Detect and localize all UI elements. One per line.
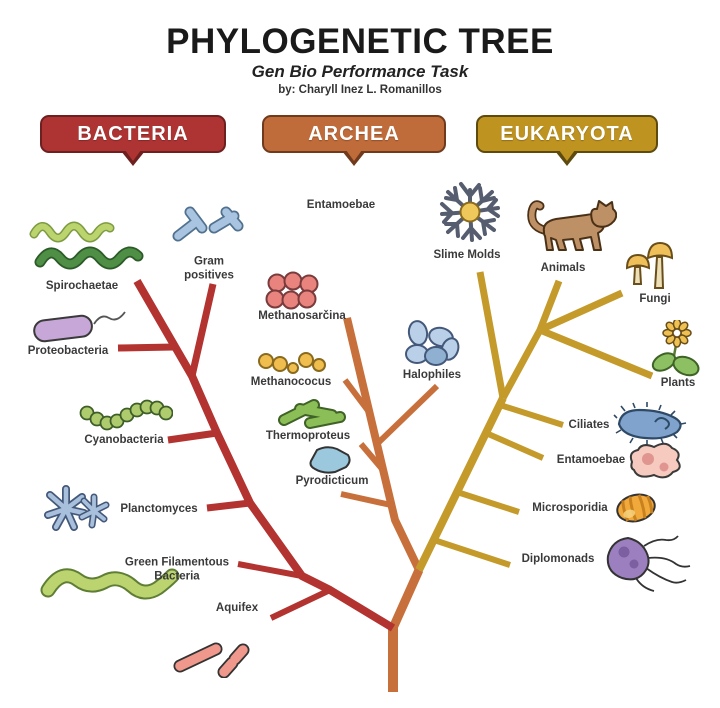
planctomyces-icon xyxy=(42,483,112,538)
halophiles-icon xyxy=(403,320,463,375)
eukaryota-branch-animals xyxy=(536,279,563,332)
eukaryota-branch-diplomonads xyxy=(433,537,511,568)
label-halophiles: Halophiles xyxy=(402,368,462,381)
green-filamentous-bacteria-icon xyxy=(40,556,180,611)
label-thermoproteus: Thermoproteus xyxy=(265,429,351,442)
label-methanococus: Methanococus xyxy=(250,375,332,388)
bacteria-branch-aquifex xyxy=(269,587,332,621)
page-subtitle: Gen Bio Performance Task xyxy=(251,62,469,81)
thermoproteus-icon xyxy=(274,396,348,437)
bacteria-branch-proteobacteria xyxy=(117,343,175,352)
label-gram-positives: Gram positives xyxy=(184,255,234,282)
eukaryota-upper-split xyxy=(499,328,544,400)
fungi-icon xyxy=(622,240,677,300)
label-methanosarcina: Methanosarčina xyxy=(258,309,346,322)
bacteria-branch-gram-positives xyxy=(188,283,217,377)
label-planctomyces: Planctomyces xyxy=(120,502,198,515)
eukaryota-branch-microsporidia xyxy=(456,489,520,515)
eukaryota-trunk-line xyxy=(415,396,507,572)
methanosarcina-icon xyxy=(263,270,321,319)
eukaryota-branch-entamoebae xyxy=(484,430,545,461)
animals-icon xyxy=(522,198,618,268)
spirochaetae-icon xyxy=(28,218,158,283)
domain-badge-eukaryota: EUKARYOTA xyxy=(476,115,658,153)
plants-icon xyxy=(650,318,702,385)
domain-badge-bacteria: BACTERIA xyxy=(40,115,226,153)
label-green-filamentous-bacteria: Green Filamentous Bacteria xyxy=(124,556,230,583)
label-fungi: Fungi xyxy=(639,292,671,305)
archea-branch-thermoproteus xyxy=(358,442,386,472)
proteobacteria-icon xyxy=(28,308,128,351)
slime-molds-icon xyxy=(430,176,510,255)
aquifex-icon xyxy=(170,626,260,683)
label-entamoebae-top: Entamoebae xyxy=(306,198,376,211)
label-plants: Plants xyxy=(660,376,696,389)
label-spirochaetae: Spirochaetae xyxy=(45,279,119,292)
label-pyrodicticum: Pyrodicticum xyxy=(295,474,369,487)
bacteria-branch-cyanobacteria xyxy=(167,429,218,444)
label-diplomonads: Diplomonads xyxy=(521,552,595,565)
author-byline: by: Charyll Inez L. Romanillos xyxy=(278,84,442,96)
microsporidia-icon xyxy=(612,489,662,532)
cyanobacteria-icon xyxy=(78,398,174,437)
label-aquifex: Aquifex xyxy=(215,601,259,614)
eukaryota-branch-plants xyxy=(538,326,654,380)
eukaryota-branch-ciliates xyxy=(499,402,564,428)
pyrodicticum-icon xyxy=(303,443,353,482)
label-cyanobacteria: Cyanobacteria xyxy=(84,433,164,446)
ciliates-icon xyxy=(613,402,691,451)
methanococus-icon xyxy=(256,348,328,381)
archea-branch-halophiles xyxy=(374,383,440,447)
entamoebae-icon xyxy=(624,440,686,489)
domain-badge-archea: ARCHEA xyxy=(262,115,446,153)
eukaryota-branch-fungi xyxy=(538,289,624,334)
bacteria-branch-planctomyces xyxy=(206,499,251,512)
label-microsporidia: Microsporidia xyxy=(532,501,608,514)
label-animals: Animals xyxy=(540,261,586,274)
archea-branch-pyrodicticum xyxy=(340,491,392,508)
label-slime-molds: Slime Molds xyxy=(433,248,501,261)
label-proteobacteria: Proteobacteria xyxy=(27,344,109,357)
gram-positives-icon xyxy=(168,202,248,257)
page-title: PHYLOGENETIC TREE xyxy=(166,22,554,61)
archea-branch-methanococus xyxy=(342,378,372,414)
diplomonads-icon xyxy=(600,530,695,599)
label-ciliates: Ciliates xyxy=(568,418,610,431)
bacteria-branch-green-filamentous xyxy=(237,561,303,579)
archea-trunk-line xyxy=(343,317,423,572)
eukaryota-branch-slime-molds xyxy=(476,271,507,399)
label-entamoebae: Entamoebae xyxy=(556,453,626,466)
root-split-line xyxy=(388,568,424,630)
